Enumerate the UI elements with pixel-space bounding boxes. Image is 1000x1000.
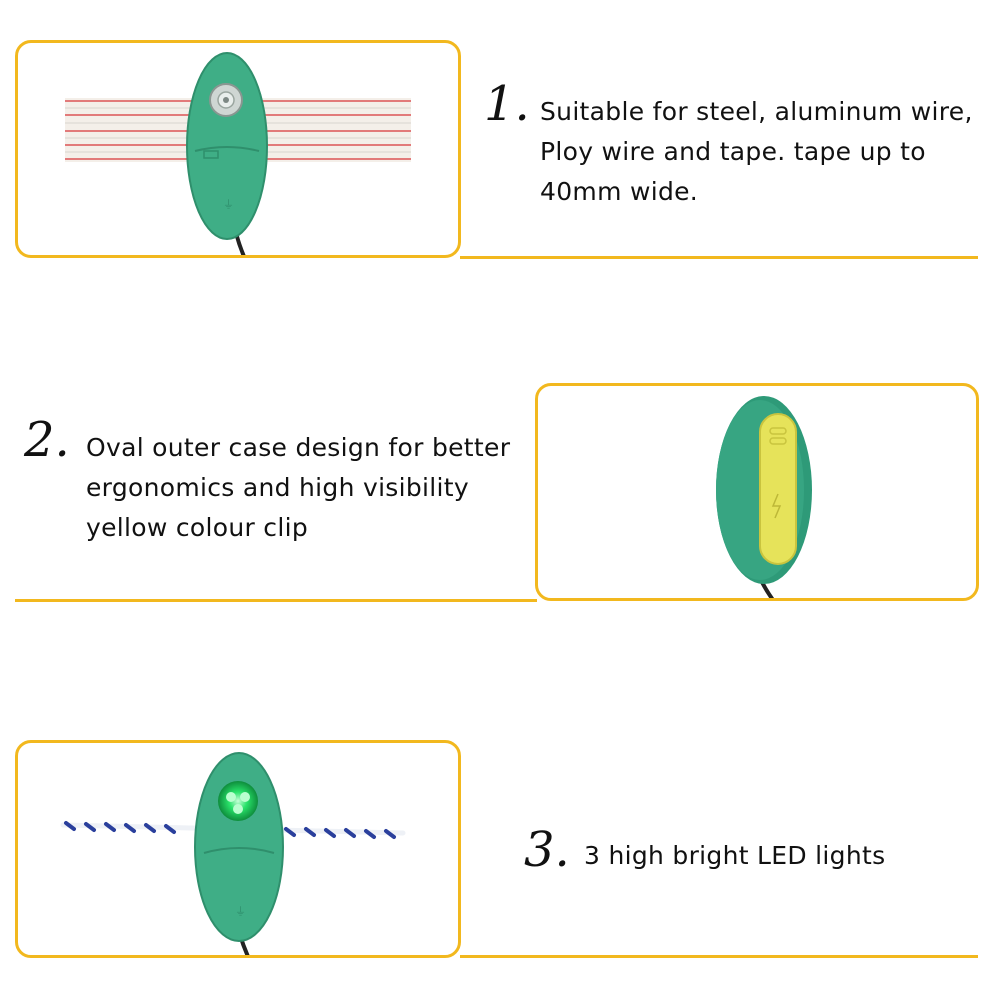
feature-3-number: 3. — [524, 822, 570, 878]
feature-2-number: 2. — [24, 412, 70, 468]
fence-tester-back-clip-image — [716, 396, 812, 598]
svg-text:⏚: ⏚ — [223, 198, 234, 211]
feature-2-line-3: yellow colour clip — [86, 513, 309, 542]
feature-1-line-3: 40mm wide. — [540, 177, 699, 206]
feature-2-line-2: ergonomics and high visibility — [86, 473, 469, 502]
feature-3-line-1: 3 high bright LED lights — [584, 841, 886, 870]
feature-3-description: 3 high bright LED lights — [584, 836, 885, 876]
feature-3-divider — [460, 955, 978, 958]
feature-1-image-frame: ⏚ — [15, 40, 461, 258]
feature-1-description: Suitable for steel, aluminum wire, Ploy … — [540, 92, 973, 212]
feature-1-line-1: Suitable for steel, aluminum wire, — [540, 97, 973, 126]
feature-1-divider — [460, 256, 978, 259]
svg-text:⏚: ⏚ — [235, 905, 246, 918]
feature-1-number: 1. — [484, 76, 530, 132]
feature-1-line-2: Ploy wire and tape. tape up to — [540, 137, 926, 166]
feature-3-image-frame: ⏚ — [15, 740, 461, 958]
feature-2-description: Oval outer case design for better ergono… — [86, 428, 510, 548]
fence-tester-led-on-wire-image: ⏚ — [60, 752, 406, 955]
feature-2-line-1: Oval outer case design for better — [86, 433, 511, 462]
feature-2-image-frame — [535, 383, 979, 601]
fence-tester-on-tape-image: ⏚ — [65, 52, 411, 255]
feature-2-divider — [15, 599, 537, 602]
